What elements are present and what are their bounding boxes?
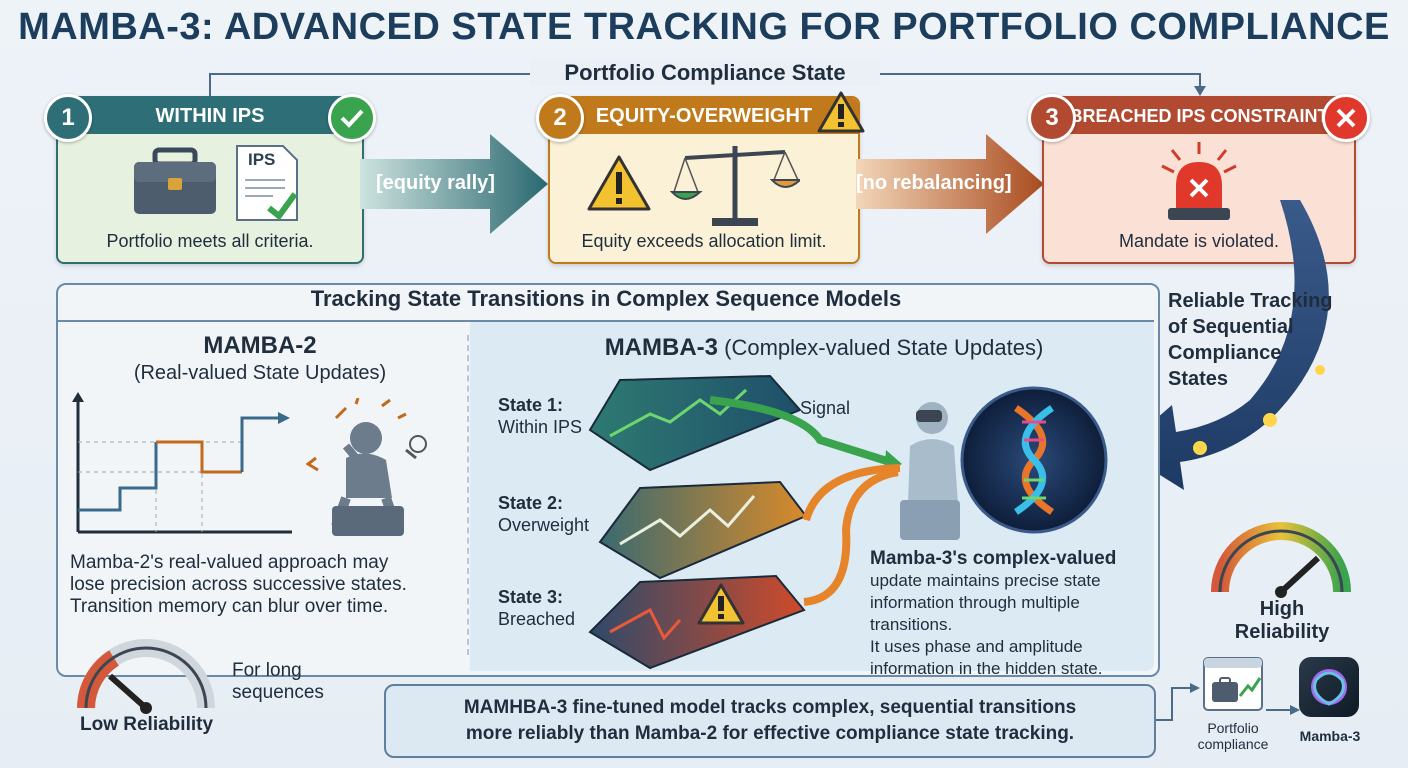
- briefcase-icon: [134, 147, 216, 214]
- warning-icon: [817, 91, 865, 133]
- state-layers-stack: [588, 374, 902, 670]
- mamba3-app-icon: [1299, 657, 1359, 717]
- gauge-note: For long sequences: [232, 660, 324, 703]
- mamba3-title: MAMBA-3: [604, 334, 719, 361]
- cross-icon: [1322, 94, 1370, 142]
- state-card-header: EQUITY-OVERWEIGHT: [550, 98, 858, 134]
- layer-name: State 1:: [498, 395, 564, 415]
- low-reliability-gauge: [77, 639, 215, 714]
- mamba2-subtitle: (Real-valued State Updates): [133, 362, 387, 384]
- page-title: MAMBA-3: ADVANCED STATE TRACKING FOR POR…: [18, 6, 1390, 48]
- conclusion-line: MAMHBA-3 fine-tuned model tracks complex…: [463, 697, 1077, 718]
- description-line: lose precision across successive states.: [70, 574, 407, 595]
- warning-icon: [697, 583, 745, 625]
- description-line: It uses phase and amplitude: [870, 637, 1083, 656]
- description-line: information in the hidden state.: [870, 659, 1103, 678]
- section-divider: [467, 335, 469, 655]
- footer-connector: [1156, 683, 1300, 721]
- mamba3-app-label: Mamba-3: [1299, 728, 1361, 744]
- state-layer-label-3: State 3: Breached: [498, 586, 575, 630]
- state-number-badge: 1: [44, 94, 92, 142]
- stressed-person-icon: [306, 398, 427, 536]
- ips-document-icon: [236, 145, 298, 221]
- flow-label: Portfolio Compliance State: [530, 60, 880, 86]
- mamba3-description: Mamba-3's complex-valued update maintain…: [870, 548, 1160, 680]
- layer-detail: Breached: [498, 609, 576, 629]
- layer-name: State 2:: [498, 493, 564, 513]
- state-card-description: Mandate is violated.: [1118, 231, 1280, 251]
- step-function-chart: [72, 392, 292, 534]
- layer-detail: Overweight: [498, 515, 590, 535]
- vr-person-icon: [900, 402, 960, 540]
- conclusion-box: MAMHBA-3 fine-tuned model tracks complex…: [384, 684, 1156, 758]
- portfolio-window-icon: [1203, 657, 1263, 711]
- balance-scale-icon: [670, 146, 800, 226]
- signal-label: Signal: [800, 398, 851, 418]
- panel-title: Tracking State Transitions in Complex Se…: [310, 286, 902, 311]
- mamba2-description: Mamba-2's real-valued approach may lose …: [70, 552, 460, 618]
- checkmark-icon: [328, 94, 376, 142]
- warning-icon: [587, 155, 651, 211]
- state-number-badge: 2: [536, 94, 584, 142]
- state-card-equity-overweight: EQUITY-OVERWEIGHT Equity exceeds allocat…: [548, 96, 860, 264]
- state-layer-label-1: State 1: Within IPS: [498, 394, 582, 438]
- transition-arrow-1: [360, 134, 548, 234]
- dna-helix-icon: [960, 386, 1108, 534]
- state-layer-label-2: State 2: Overweight: [498, 492, 589, 536]
- state-card-header: WITHIN IPS: [58, 98, 362, 134]
- ips-label: IPS: [248, 150, 276, 169]
- description-line: Transition memory can blur over time.: [70, 596, 389, 617]
- high-reliability-gauge: [1211, 522, 1351, 598]
- description-line: update maintains precise state: [870, 571, 1101, 590]
- state-card-header: BREACHED IPS CONSTRAINT: [1044, 98, 1354, 134]
- transition-arrow-2: [856, 134, 1044, 234]
- description-bold: Mamba-3's complex-valued: [870, 548, 1117, 569]
- transition-label-2: [no rebalancing]: [856, 172, 1012, 194]
- conclusion-line: more reliably than Mamba-2 for effective…: [465, 723, 1075, 744]
- description-line: Mamba-2's real-valued approach may: [70, 552, 389, 573]
- state-card-description: Portfolio meets all criteria.: [106, 231, 314, 251]
- reliable-tracking-arrow: [1120, 200, 1329, 490]
- portfolio-compliance-label: Portfolio compliance: [1197, 720, 1269, 752]
- layer-detail: Within IPS: [498, 417, 583, 437]
- mamba3-heading: MAMBA-3 (Complex-valued State Updates): [494, 334, 1154, 362]
- mamba3-subtitle: (Complex-valued State Updates): [724, 335, 1044, 360]
- transition-label-1: [equity rally]: [376, 172, 495, 194]
- layer-name: State 3:: [498, 587, 564, 607]
- description-line: information through multiple transitions…: [870, 593, 1080, 634]
- low-reliability-label: Low Reliability: [80, 714, 214, 735]
- state-number-badge: 3: [1028, 94, 1076, 142]
- panel-title-divider: [58, 320, 1154, 322]
- state-card-description: Equity exceeds allocation limit.: [581, 231, 827, 251]
- reliable-tracking-label: Reliable Tracking of Sequential Complian…: [1168, 290, 1333, 390]
- high-reliability-label: High Reliability: [1234, 598, 1330, 643]
- mamba2-title: MAMBA-2: [203, 332, 317, 359]
- state-card-within-ips: WITHIN IPS IPS Portfolio meets all crite…: [56, 96, 364, 264]
- alarm-siren-icon: [1161, 142, 1237, 220]
